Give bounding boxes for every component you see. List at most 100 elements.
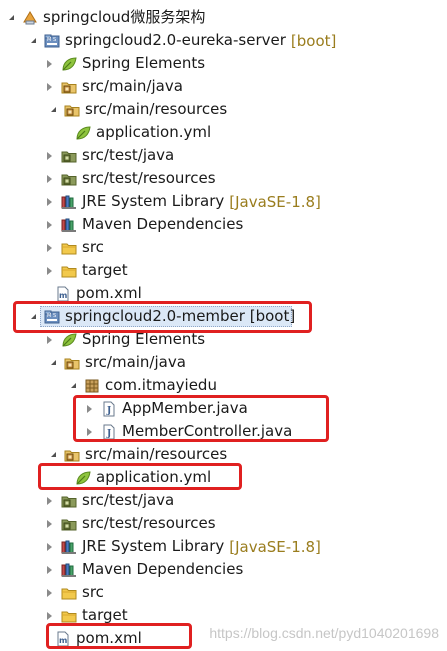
expand-arrow-icon[interactable] [47,197,52,206]
tree-item-label: src [82,583,104,601]
pom-file-icon [55,286,71,302]
tree-item-app-member-java[interactable]: AppMember.java [86,397,248,420]
spring-yml-icon [75,125,91,141]
tree-item-label: src/main/java [82,77,183,95]
test-folder-icon [61,516,77,532]
expand-arrow-icon[interactable] [47,220,52,229]
tree-item-label: application.yml [96,468,212,486]
tree-item-label: src/test/java [82,491,175,509]
spring-leaf-icon [61,56,77,72]
tree-item-src-test-java[interactable]: src/test/java [46,489,174,512]
expand-arrow-icon[interactable] [47,519,52,528]
tree-item-label: JRE System Library [82,192,225,210]
tree-item-label: src/main/java [85,353,186,371]
tree-item-label: springcloud2.0-eureka-server [65,31,286,49]
expand-arrow-icon[interactable] [47,243,52,252]
test-folder-icon [61,148,77,164]
tree-item-src-main-java[interactable]: src/main/java [46,351,186,374]
folder-icon [61,263,77,279]
tree-item-label: src/test/java [82,146,175,164]
tree-item-target[interactable]: target [46,604,128,627]
tree-item-eureka-project[interactable]: springcloud2.0-eureka-server [boot] [26,29,336,52]
folder-icon [61,585,77,601]
tree-item-label: pom.xml [76,629,142,647]
library-icon [61,539,77,555]
expand-arrow-icon[interactable] [87,404,92,413]
tree-item-target[interactable]: target [46,259,128,282]
java-file-icon [101,401,117,417]
tree-item-application-yml[interactable]: application.yml [66,121,211,144]
tree-item-label: target [82,261,128,279]
source-folder-icon [64,102,80,118]
expand-arrow-icon[interactable] [47,588,52,597]
expand-arrow-icon[interactable] [47,496,52,505]
expand-arrow-icon[interactable] [47,151,52,160]
tree-item-label: springcloud微服务架构 [43,8,206,26]
package-icon [84,378,100,394]
maven-project-icon [44,33,60,49]
tree-item-member-controller-java[interactable]: MemberController.java [86,420,292,443]
tree-item-src[interactable]: src [46,581,104,604]
spring-yml-icon [75,470,91,486]
tree-item-label: target [82,606,128,624]
tree-item-src-main-resources[interactable]: src/main/resources [46,443,227,466]
test-folder-icon [61,171,77,187]
tree-item-label: JRE System Library [82,537,225,555]
tree-item-spring-elements[interactable]: Spring Elements [46,52,205,75]
tree-item-label: Spring Elements [82,330,206,348]
library-icon [61,217,77,233]
expand-arrow-icon[interactable] [47,335,52,344]
expand-arrow-icon[interactable] [46,360,56,365]
library-icon [61,562,77,578]
tree-item-maven-dependencies[interactable]: Maven Dependencies [46,558,243,581]
jre-version-suffix: [JavaSE-1.8] [229,537,321,556]
expand-arrow-icon[interactable] [26,314,36,319]
expand-arrow-icon[interactable] [47,611,52,620]
spring-leaf-icon [61,332,77,348]
tree-item-package[interactable]: com.itmayiedu [66,374,217,397]
tree-item-src-test-resources[interactable]: src/test/resources [46,167,216,190]
expand-arrow-icon[interactable] [47,565,52,574]
expand-arrow-icon[interactable] [47,542,52,551]
tree-item-pom-xml[interactable]: pom.xml [46,627,142,650]
expand-arrow-icon[interactable] [26,38,36,43]
tree-item-src-test-java[interactable]: src/test/java [46,144,174,167]
tree-item-label: AppMember.java [122,399,248,417]
expand-arrow-icon[interactable] [47,174,52,183]
tree-item-jre-library[interactable]: JRE System Library [JavaSE-1.8] [46,535,321,558]
tree-item-src-test-resources[interactable]: src/test/resources [46,512,216,535]
tree-item-label: src/main/resources [85,445,228,463]
tree-item-src[interactable]: src [46,236,104,259]
tree-item-member-project[interactable]: springcloud2.0-member [boot] [26,305,295,328]
tree-item-label: src [82,238,104,256]
expand-arrow-icon[interactable] [47,59,52,68]
working-set-icon [22,10,38,26]
jre-version-suffix: [JavaSE-1.8] [229,192,321,211]
expand-arrow-icon[interactable] [46,452,56,457]
tree-item-label: src/test/resources [82,169,216,187]
folder-icon [61,240,77,256]
tree-item-pom-xml[interactable]: pom.xml [46,282,142,305]
tree-item-working-set[interactable]: springcloud微服务架构 [4,6,205,29]
tree-item-jre-library[interactable]: JRE System Library [JavaSE-1.8] [46,190,321,213]
tree-item-application-yml[interactable]: application.yml [66,466,211,489]
source-folder-icon [64,355,80,371]
expand-arrow-icon[interactable] [66,383,76,388]
expand-arrow-icon[interactable] [87,427,92,436]
maven-project-icon [44,309,60,325]
tree-item-src-main-resources[interactable]: src/main/resources [46,98,227,121]
tree-item-label: Maven Dependencies [82,560,244,578]
tree-item-label: Spring Elements [82,54,206,72]
expand-arrow-icon[interactable] [46,107,56,112]
tree-item-maven-dependencies[interactable]: Maven Dependencies [46,213,243,236]
expand-arrow-icon[interactable] [4,15,14,20]
expand-arrow-icon[interactable] [47,266,52,275]
tree-item-label: com.itmayiedu [105,376,217,394]
tree-item-src-main-java[interactable]: src/main/java [46,75,183,98]
boot-suffix: [boot] [290,31,337,50]
expand-arrow-icon[interactable] [47,82,52,91]
java-file-icon [101,424,117,440]
tree-item-spring-elements[interactable]: Spring Elements [46,328,205,351]
folder-icon [61,608,77,624]
